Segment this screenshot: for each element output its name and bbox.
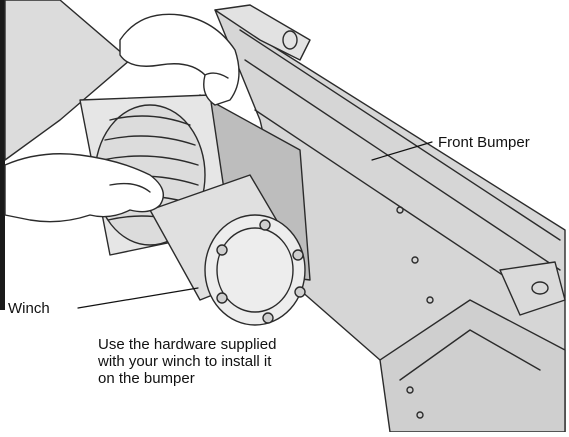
caption-line: Use the hardware supplied	[98, 336, 277, 353]
winch-leader	[77, 287, 199, 309]
front-bumper-shape	[214, 4, 566, 433]
hand-left	[4, 153, 164, 223]
caption: Use the hardware supplied with your winc…	[98, 336, 276, 387]
caption-line: on the bumper	[98, 370, 195, 387]
front-bumper-leader	[371, 141, 433, 161]
hand-top	[119, 13, 240, 106]
front-bumper-label: Front Bumper	[438, 134, 530, 151]
left-border-bar	[0, 0, 5, 310]
winch-label: Winch	[8, 300, 50, 317]
caption-line: with your winch to install it	[98, 353, 272, 370]
shoulder-shape	[4, 0, 131, 161]
winch-end-cap	[204, 214, 306, 326]
